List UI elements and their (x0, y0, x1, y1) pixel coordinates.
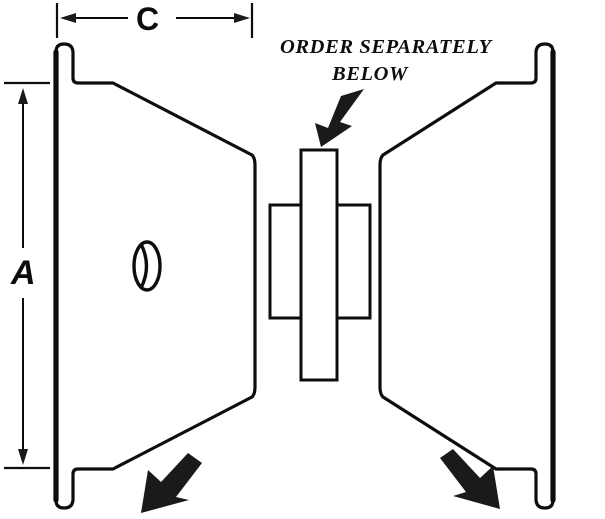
center-bore-inner-highlight (139, 243, 149, 289)
dimension-a-arrowhead-bottom (18, 449, 28, 465)
dimension-a: A (4, 81, 50, 470)
dimension-c-arrowhead-right (234, 13, 250, 23)
center-hub (268, 148, 372, 382)
dimension-a-arrowhead-top (18, 88, 28, 104)
right-assembly-arrow-icon (440, 449, 500, 509)
center-bore-hole (132, 240, 162, 292)
dimension-c-arrowhead-left (60, 13, 76, 23)
dimension-c-label: C (136, 1, 159, 37)
callout-line-2: BELOW (331, 63, 409, 85)
left-flange-inner-face (250, 153, 257, 399)
right-flange-inner-face (378, 153, 385, 399)
callout-arrow-icon (315, 89, 364, 147)
left-flange-top-profile (54, 42, 254, 157)
center-hub-vertical-bar (299, 148, 339, 382)
left-flange (53, 42, 257, 510)
callout-line-1: ORDER SEPARATELY (280, 36, 494, 58)
right-flange-top-profile (381, 42, 555, 157)
callout-order-separately: ORDER SEPARATELY BELOW (280, 36, 494, 147)
left-assembly-arrow-icon (141, 453, 202, 513)
right-flange (378, 42, 556, 510)
right-flange-bottom-profile (381, 395, 555, 510)
assembly-arrows (141, 449, 500, 513)
dimension-a-label: A (10, 254, 36, 292)
left-flange-bottom-profile (54, 395, 254, 510)
dimension-c: C (55, 1, 254, 38)
